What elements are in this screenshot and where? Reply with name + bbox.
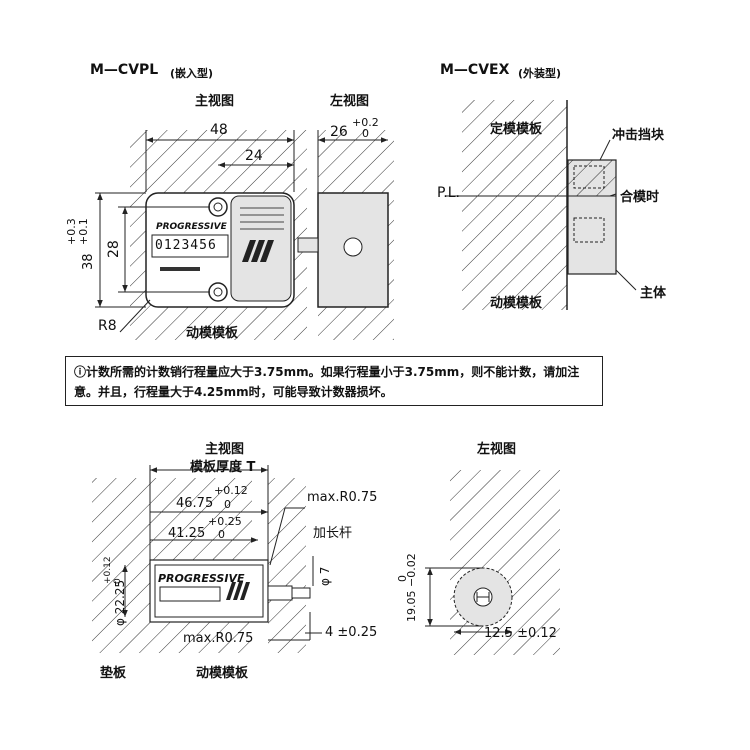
exclamation-circle-icon: ⓘ [74,365,87,379]
bottom-side-view [425,470,560,655]
dim-46-75-tol-plus: +0.12 [214,484,248,497]
max-r-top: max.R0.75 [307,490,378,505]
bottom-front-view [92,465,322,653]
bottom-counter-brand: PROGRESSIVE [158,572,245,585]
dim-41-25-tol-plus: +0.25 [208,515,242,528]
protrusion-4: 4 ±0.25 [325,625,378,640]
side-pin [297,237,319,253]
dim-26-tol-zero: 0 [362,127,369,140]
cvpl-model: M—CVPL [90,62,159,78]
dim-48: 48 [210,122,228,138]
bottom-moving-plate: 动模模板 [196,666,249,681]
cvpl-front-view [95,130,307,340]
plate-thickness: 模板厚度 T [190,460,256,475]
dim-38: 38 [81,253,96,270]
logo-stripes [242,240,274,262]
dim-12-5: 12.5 ±0.12 [484,626,557,641]
phi-7: φ 7 [318,566,332,586]
dim-41-25: 41.25 [168,526,206,541]
max-r-bottom: max.R0.75 [183,631,254,646]
cvex-parting-line: P.L. [437,185,460,201]
cvex-closed: 合模时 [620,190,660,205]
caution-notice: ⓘ计数所需的计数销行程量应大于3.75mm。如果行程量小于3.75mm，则不能计… [65,356,603,406]
dim-24: 24 [245,148,263,164]
phi-22-25: φ 22.25 [113,579,127,626]
counter-digits: 0123456 [155,238,217,253]
phi-22-25-tol: +0.12 0 [103,556,123,584]
dim-38-tol: +0.3 +0.1 [65,218,90,245]
cvpl-side-view [297,130,394,340]
dim-46-75-tol-zero: 0 [224,498,231,511]
dim-26-tol-plus: +0.2 [352,116,379,129]
cvex-model: M—CVEX [440,62,510,78]
extension-rod-label: 加长杆 [313,526,353,541]
cvex-type: (外装型) [518,67,562,80]
dim-19-05-zero: 0 [396,575,409,582]
cvex-body-label: 主体 [640,286,667,301]
bottom-side-view-title: 左视图 [477,442,517,457]
cvex-view [445,100,637,310]
cvpl-front-view-title: 主视图 [195,94,235,109]
caution-text: ⓘ计数所需的计数销行程量应大于3.75mm。如果行程量小于3.75mm，则不能计… [74,365,580,399]
cvpl-side-view-title: 左视图 [330,94,370,109]
cvpl-moving-plate: 动模模板 [186,326,239,341]
cvpl-type: (嵌入型) [170,67,214,80]
backing-plate-label: 垫板 [100,666,127,681]
cvex-stop-block: 冲击挡块 [612,128,665,143]
dim-46-75: 46.75 [176,496,214,511]
digit-window [151,234,229,258]
cvex-moving-plate: 动模模板 [490,296,543,311]
counter-brand: PROGRESSIVE [156,222,227,232]
cvex-fixed-plate: 定模模板 [490,122,543,137]
dim-r8: R8 [98,318,117,334]
dim-28: 28 [106,240,122,258]
dim-41-25-tol-zero: 0 [218,528,225,541]
dim-19-05: 19.05 −0.02 [405,553,418,622]
dim-26: 26 [330,124,348,140]
bottom-front-view-title: 主视图 [205,442,245,457]
